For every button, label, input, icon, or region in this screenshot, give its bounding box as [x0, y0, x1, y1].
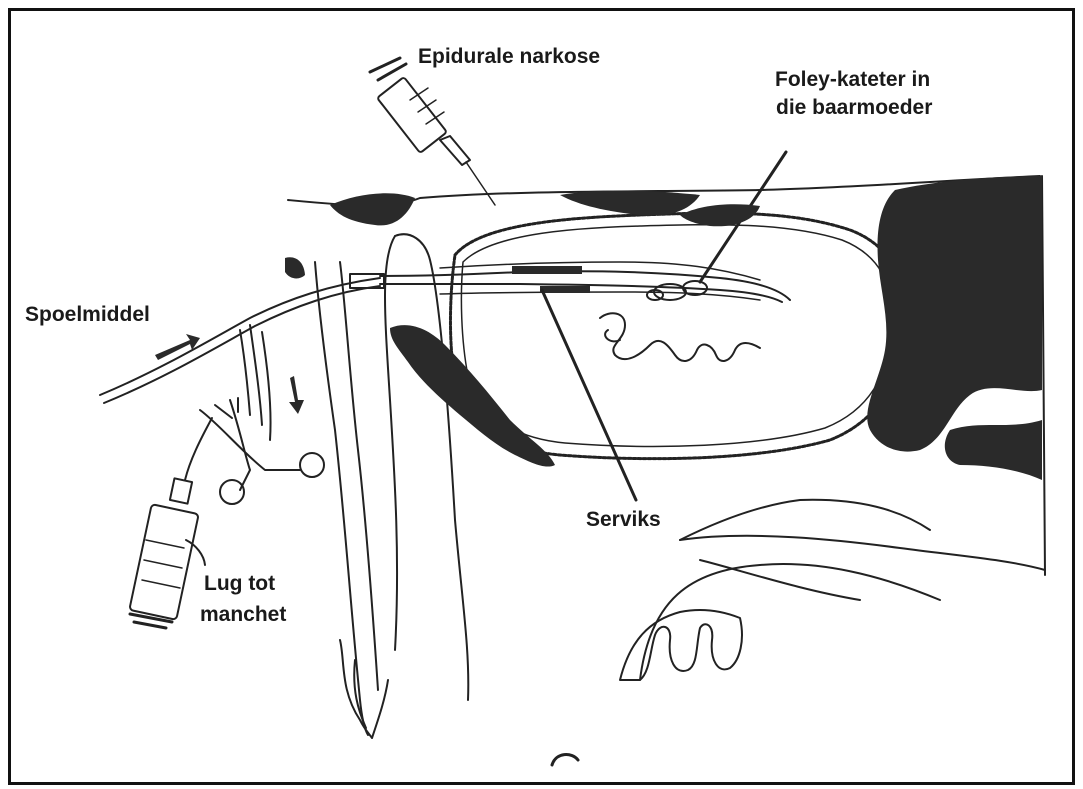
label-flush: Spoelmiddel	[25, 302, 150, 328]
cow-belly-outline	[680, 536, 1045, 570]
syringe-icon-epidural	[370, 58, 495, 205]
label-epidural: Epidurale narkose	[418, 44, 600, 70]
label-foley-line2: die baarmoeder	[776, 95, 932, 121]
oviduct	[600, 313, 760, 361]
syringe-icon-lower	[129, 418, 212, 628]
tail-switch	[340, 640, 388, 738]
label-cervix: Serviks	[586, 507, 661, 533]
udder-outline	[620, 610, 742, 680]
flush-line	[100, 278, 380, 395]
patch-top-left	[330, 193, 415, 225]
tail-outline	[385, 236, 397, 650]
label-air-line2: manchet	[200, 602, 286, 628]
cow-rear-outline	[1042, 176, 1045, 575]
arrow-icon-down	[289, 376, 304, 414]
leader-cervix	[542, 290, 636, 500]
cervix-rings	[512, 266, 582, 274]
patch-top-mid	[560, 190, 700, 215]
label-foley-line1: Foley-kateter in	[775, 67, 930, 93]
arrow-icon	[155, 334, 200, 360]
label-air-line1: Lug tot	[204, 571, 275, 597]
patch-lower-mid	[390, 325, 555, 466]
patch-right	[867, 176, 1042, 452]
